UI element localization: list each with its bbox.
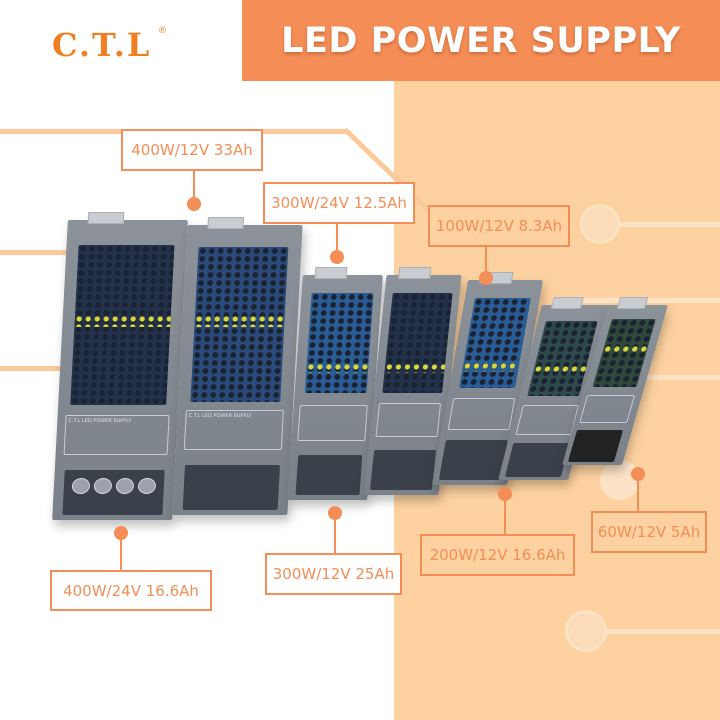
psu-terminal-block bbox=[62, 470, 165, 515]
callout-400w-12v: 400W/12V 33Ah bbox=[121, 129, 263, 171]
psu-label-plate bbox=[375, 403, 442, 437]
decor-line-left-1 bbox=[0, 250, 82, 255]
callout-dot bbox=[114, 526, 128, 540]
psu-terminal-block bbox=[182, 465, 281, 510]
callout-300w-24v: 300W/24V 12.5Ah bbox=[263, 182, 415, 224]
callout-300w-12v: 300W/12V 25Ah bbox=[265, 553, 402, 595]
psu-led-glow bbox=[74, 315, 171, 327]
callout-dot bbox=[328, 506, 342, 520]
psu-terminal-block bbox=[369, 450, 437, 490]
psu-terminal-block bbox=[295, 455, 363, 495]
psu-tab bbox=[207, 217, 245, 229]
psu-unit-400w-24v: C.T.L LED POWER SUPPLY bbox=[52, 212, 188, 520]
callout-stem bbox=[504, 499, 506, 535]
callout-dot bbox=[498, 487, 512, 501]
decor-line-right-3 bbox=[620, 375, 720, 380]
decor-ring-right bbox=[580, 204, 620, 244]
psu-tab bbox=[314, 267, 348, 279]
terminal-hole bbox=[93, 478, 113, 494]
decor-glow bbox=[600, 460, 640, 500]
psu-led-glow bbox=[461, 362, 520, 372]
callout-stem bbox=[485, 247, 487, 275]
decor-line-right-1 bbox=[617, 222, 720, 227]
plate-brand: C.T.L bbox=[68, 418, 81, 424]
psu-label-plate bbox=[579, 395, 636, 423]
decor-ring-bottom bbox=[565, 610, 607, 652]
page-title: LED POWER SUPPLY bbox=[281, 20, 681, 61]
header-banner bbox=[242, 0, 720, 81]
psu-label-plate bbox=[515, 405, 579, 435]
psu-tab bbox=[550, 297, 584, 309]
registered-mark: ® bbox=[158, 26, 167, 36]
callout-dot bbox=[631, 467, 645, 481]
terminal-hole bbox=[137, 478, 157, 494]
callout-200w-12v: 200W/12V 16.6Ah bbox=[420, 534, 575, 576]
callout-stem bbox=[334, 518, 336, 554]
plate-brand: C.T.L bbox=[188, 413, 201, 419]
psu-label-plate: C.T.L LED POWER SUPPLY bbox=[63, 415, 170, 455]
decor-line-left-2 bbox=[0, 366, 62, 371]
brand-logo: C.T.L bbox=[52, 26, 152, 64]
psu-label-plate: C.T.L LED POWER SUPPLY bbox=[183, 410, 284, 450]
plate-text: LED POWER SUPPLY bbox=[81, 418, 132, 424]
psu-vent-mesh bbox=[304, 293, 374, 393]
psu-vent-mesh bbox=[459, 298, 531, 388]
psu-vent-mesh bbox=[382, 293, 453, 393]
decor-line-bottom bbox=[607, 629, 720, 634]
psu-label-plate bbox=[297, 405, 368, 441]
psu-led-glow bbox=[306, 363, 369, 373]
psu-tab bbox=[616, 297, 649, 309]
callout-stem bbox=[193, 171, 195, 201]
callout-dot bbox=[187, 197, 201, 211]
psu-tab bbox=[87, 212, 125, 224]
callout-stem bbox=[336, 224, 338, 254]
psu-led-glow bbox=[194, 315, 285, 327]
terminal-hole bbox=[71, 478, 91, 494]
psu-label-plate bbox=[447, 398, 516, 430]
psu-tab bbox=[398, 267, 432, 279]
psu-terminal-block bbox=[504, 443, 570, 477]
psu-led-glow bbox=[602, 345, 649, 353]
psu-unit-400w-12v: C.T.L LED POWER SUPPLY bbox=[172, 217, 303, 515]
callout-100w-12v: 100W/12V 8.3Ah bbox=[428, 205, 570, 247]
psu-led-glow bbox=[532, 365, 587, 374]
psu-led-glow bbox=[384, 363, 446, 373]
callout-60w-12v: 60W/12V 5Ah bbox=[591, 511, 707, 553]
plate-text: LED POWER SUPPLY bbox=[201, 413, 252, 419]
terminal-hole bbox=[115, 478, 135, 494]
callout-stem bbox=[120, 538, 122, 570]
psu-terminal-block bbox=[567, 430, 624, 462]
callout-dot bbox=[330, 250, 344, 264]
callout-400w-24v: 400W/24V 16.6Ah bbox=[50, 570, 212, 611]
callout-dot bbox=[479, 271, 493, 285]
callout-stem bbox=[637, 479, 639, 511]
psu-vent-mesh bbox=[592, 319, 656, 387]
psu-terminal-block bbox=[438, 440, 508, 480]
